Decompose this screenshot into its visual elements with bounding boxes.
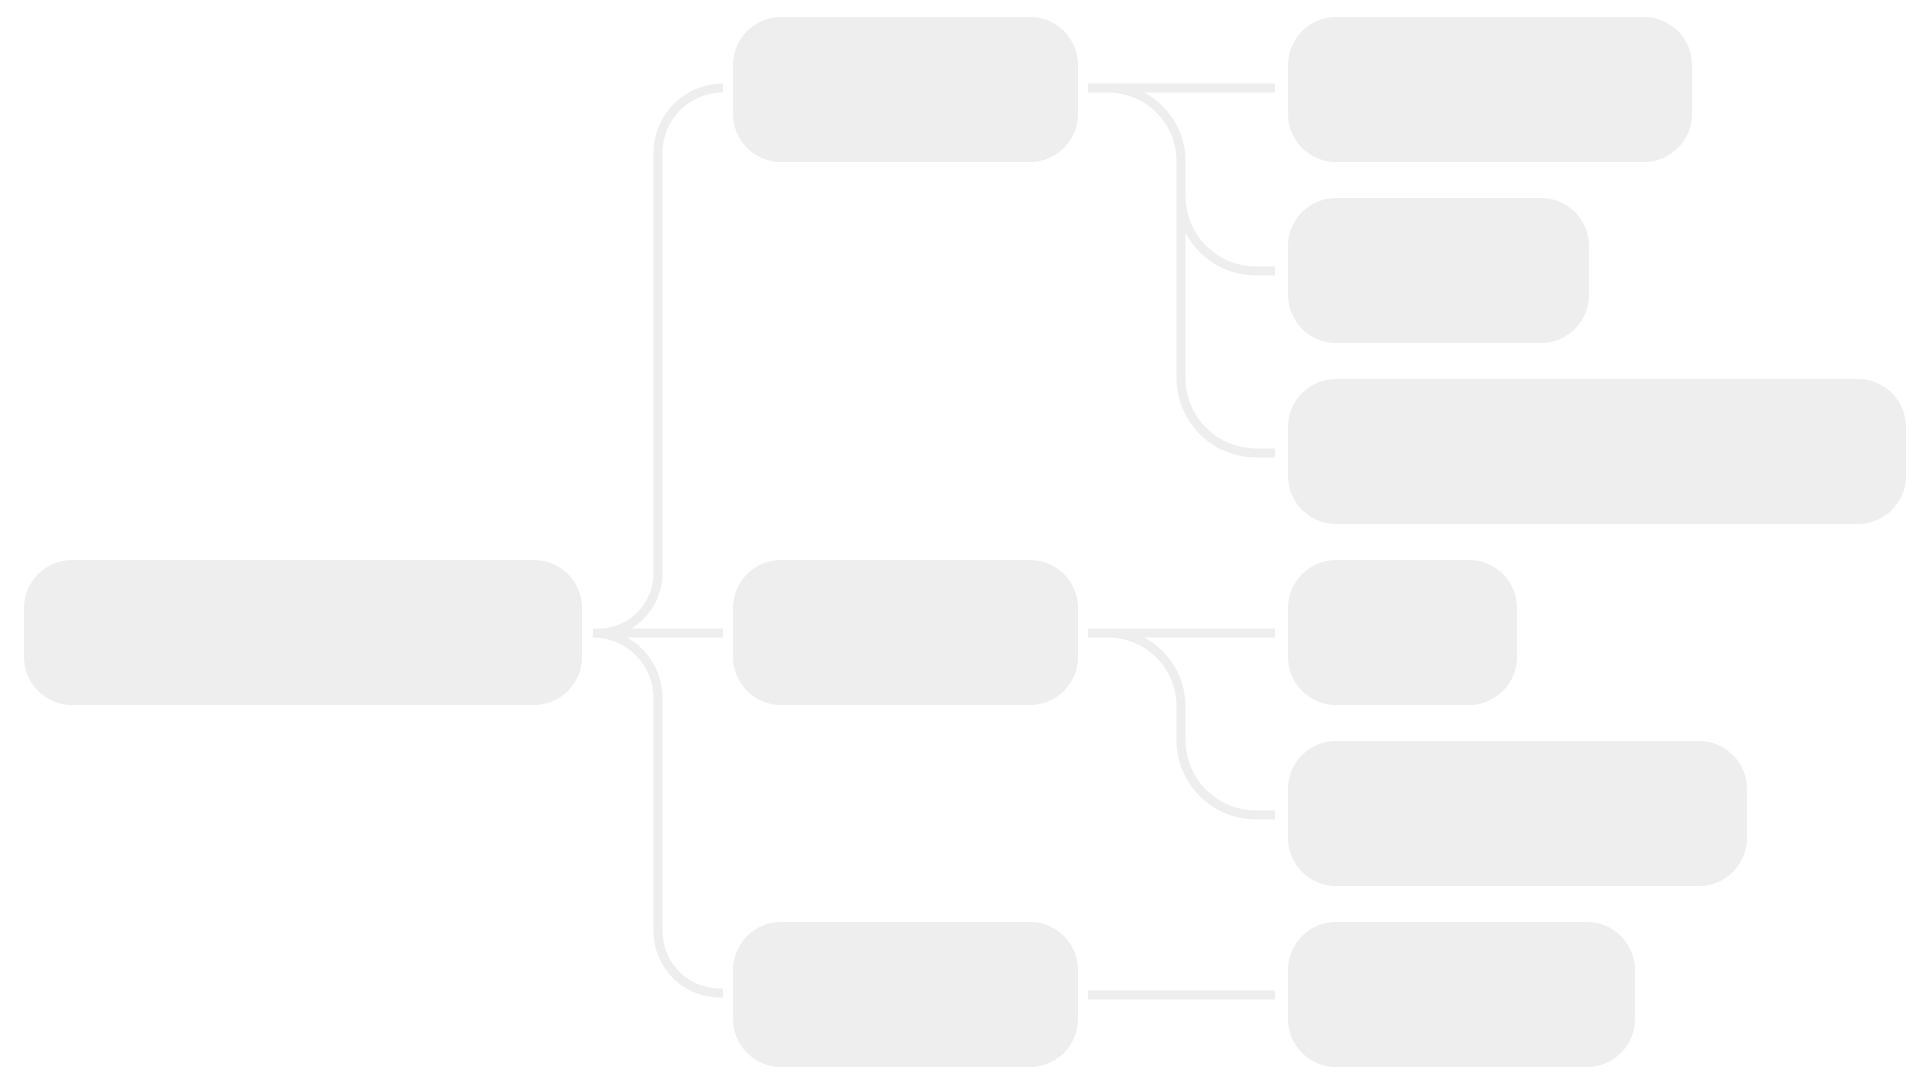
child-node-2-1[interactable] — [1288, 560, 1517, 705]
child-node-1-2[interactable] — [1288, 198, 1589, 343]
child-node-3-1[interactable] — [1288, 922, 1635, 1067]
root-node[interactable] — [24, 560, 582, 705]
child-node-1-3[interactable] — [1288, 379, 1906, 524]
branch-node-2[interactable] — [733, 560, 1078, 705]
child-node-1-1[interactable] — [1288, 17, 1692, 162]
connector-branch-2-child-2 — [1088, 628, 1275, 820]
branch-node-1[interactable] — [733, 17, 1078, 162]
connector-branch-1-child-2 — [1088, 83, 1275, 276]
connector-root-branch-3 — [592, 628, 724, 998]
child-node-2-2[interactable] — [1288, 741, 1747, 886]
connector-branch-1-child-3 — [1176, 196, 1275, 458]
connector-root-branch-1 — [592, 83, 724, 638]
branch-node-3[interactable] — [733, 922, 1078, 1067]
